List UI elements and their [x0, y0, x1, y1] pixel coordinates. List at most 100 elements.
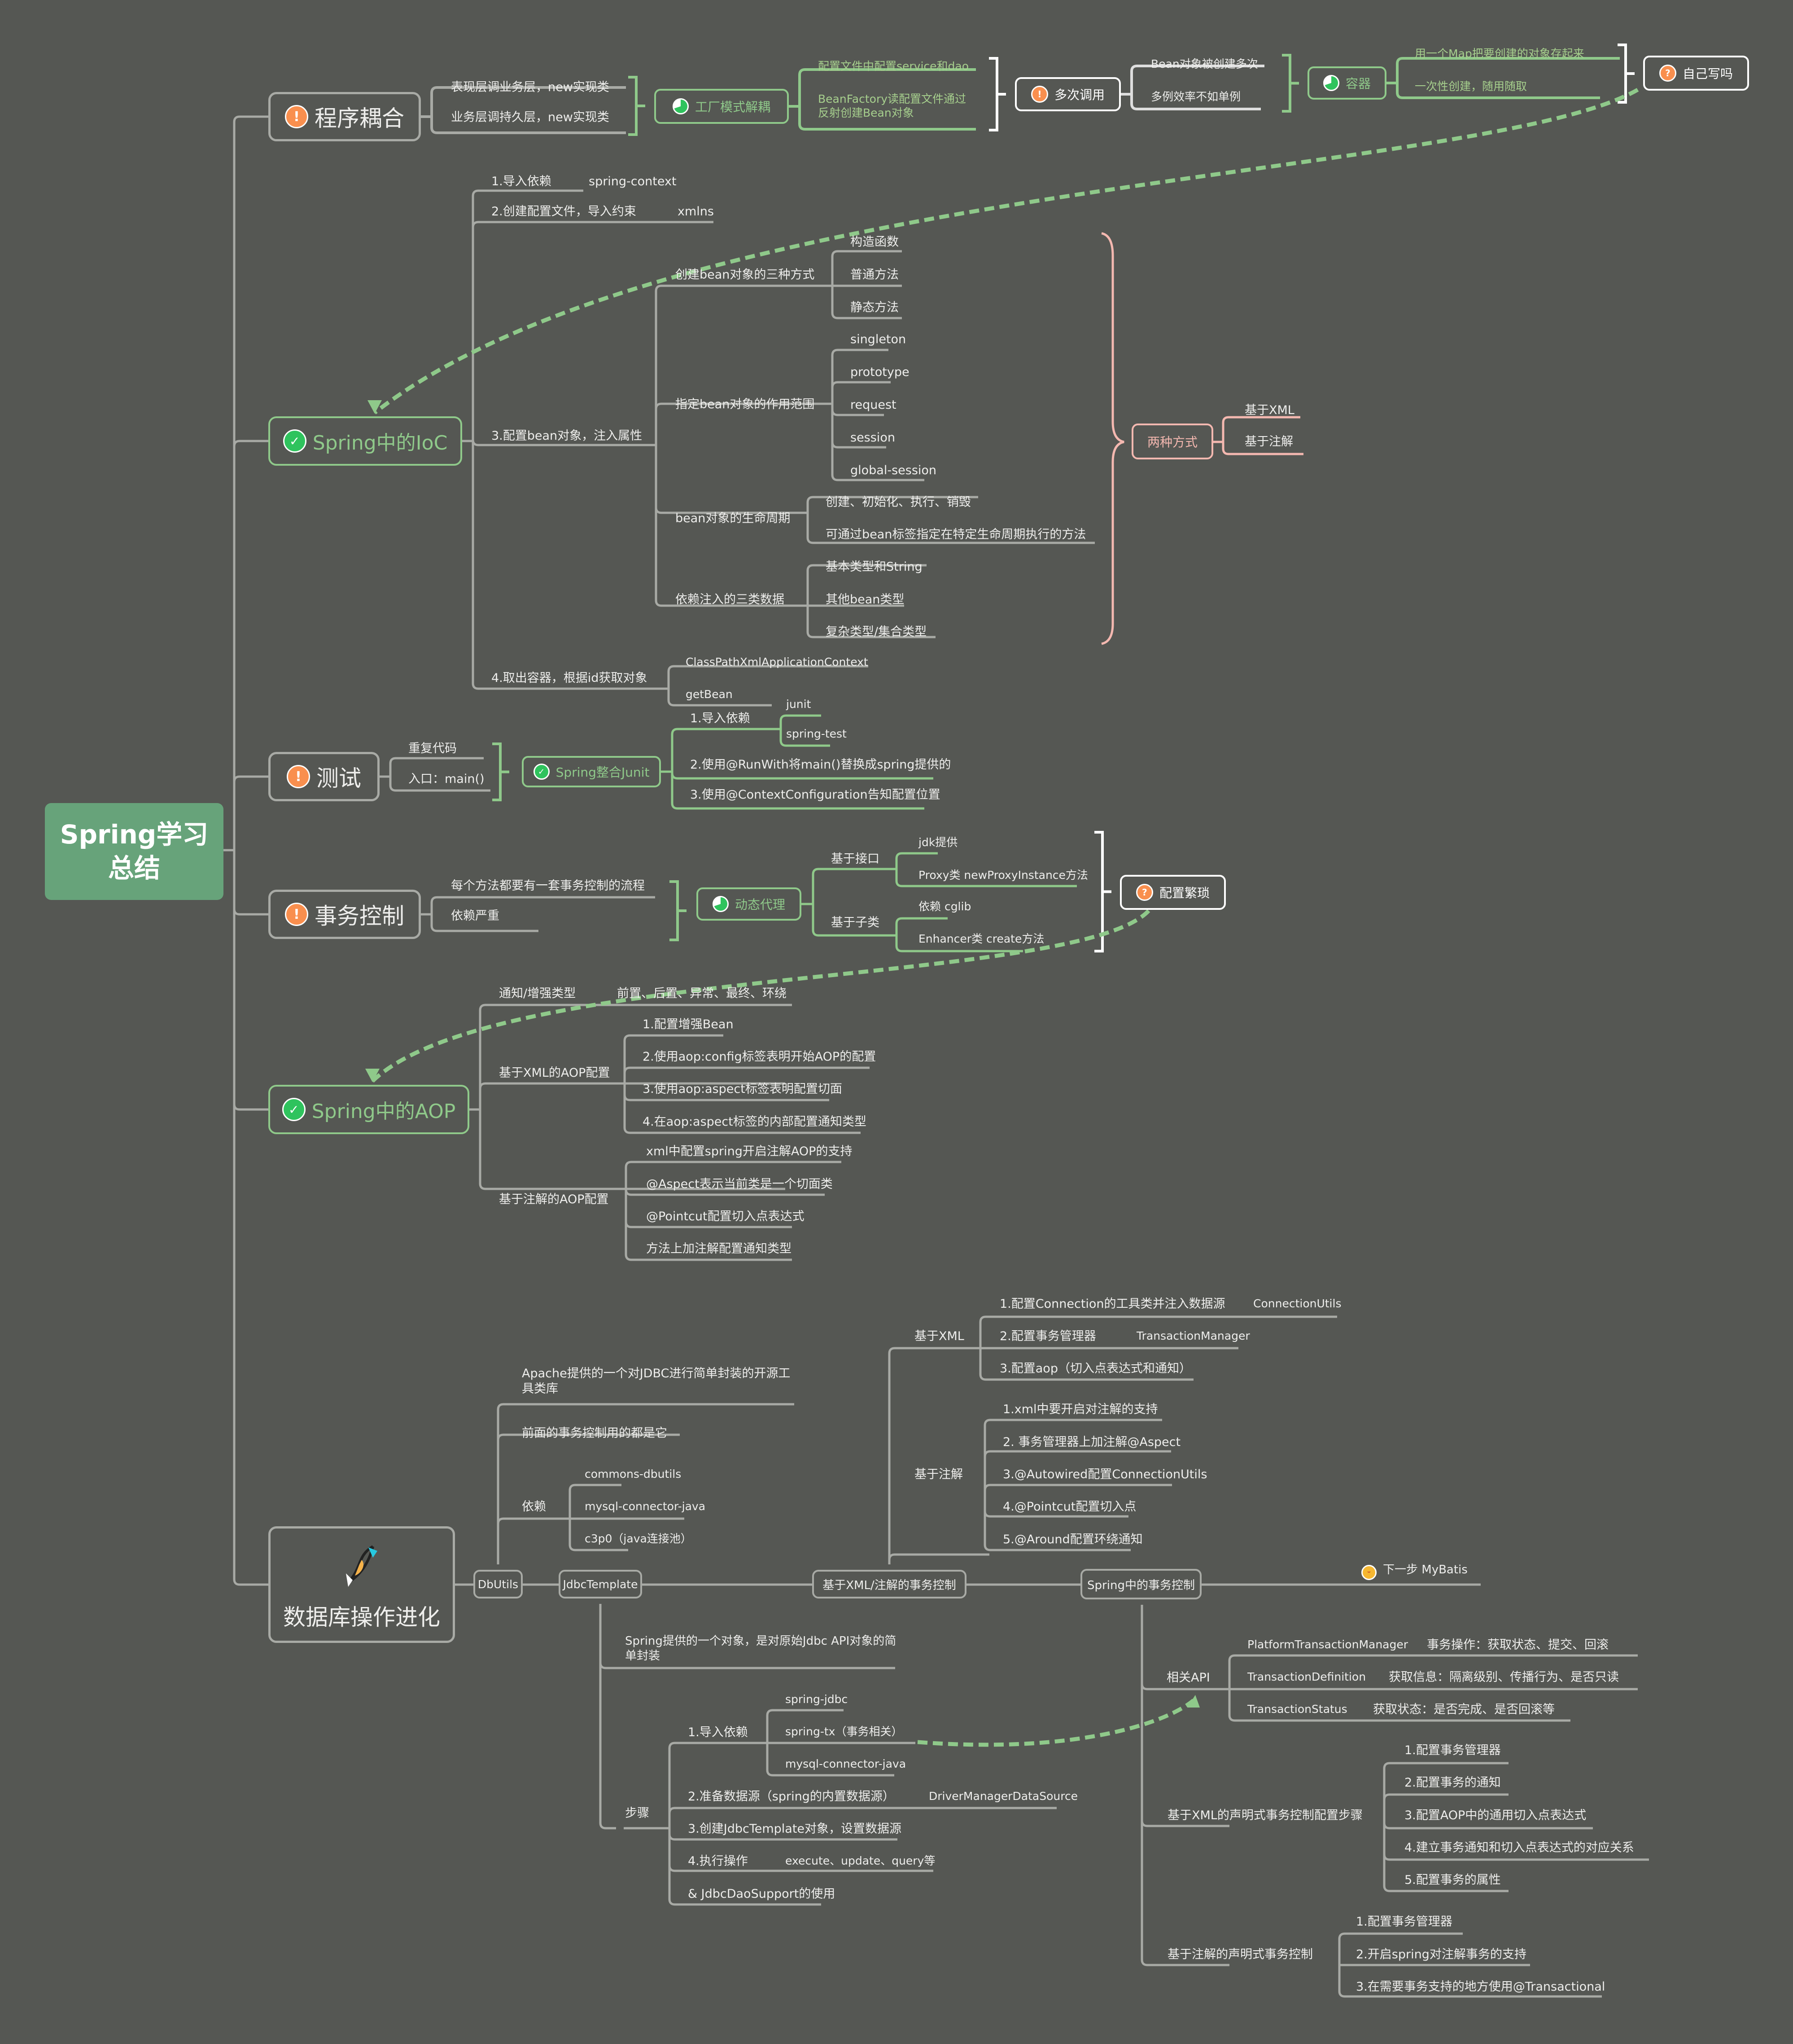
xml-anno-anno-item[interactable]: 4.@Pointcut配置切入点	[1003, 1500, 1137, 1514]
tx-item[interactable]: 依赖严重	[451, 909, 499, 923]
spring-tx-api-desc[interactable]: 获取信息：隔离级别、传播行为、是否只读	[1389, 1670, 1619, 1684]
dbutils-dep[interactable]: mysql-connector-java	[585, 1500, 706, 1513]
multi-call-item[interactable]: 多例效率不如单例	[1151, 90, 1241, 103]
spring-tx-xml-item[interactable]: 3.配置AOP中的通用切入点表达式	[1404, 1808, 1587, 1822]
xml-anno-anno-item[interactable]: 3.@Autowired配置ConnectionUtils	[1003, 1467, 1207, 1481]
ioc-lifecycle-label[interactable]: bean对象的生命周期	[675, 511, 791, 525]
xml-anno-xml-item[interactable]: 1.配置Connection的工具类并注入数据源	[1000, 1297, 1225, 1311]
jdbctemplate-node[interactable]: JdbcTemplate	[559, 1570, 642, 1599]
test-node[interactable]: ! 测试	[268, 752, 380, 801]
ioc-scope-label[interactable]: 指定bean对象的作用范围	[675, 397, 815, 411]
aop-node[interactable]: ✓ Spring中的AOP	[268, 1085, 469, 1134]
two-ways-item[interactable]: 基于XML	[1245, 403, 1294, 417]
two-ways-node[interactable]: 两种方式	[1132, 424, 1213, 459]
jdbc-desc[interactable]: Spring提供的一个对象，是对原始Jdbc API对象的简单封装	[625, 1634, 896, 1663]
two-ways-item[interactable]: 基于注解	[1245, 435, 1293, 449]
xml-anno-xml-value[interactable]: TransactionManager	[1137, 1329, 1250, 1342]
test-item[interactable]: 入口：main()	[408, 772, 485, 786]
dbutils-deps-label[interactable]: 依赖	[522, 1500, 546, 1514]
spring-tx-xml-item[interactable]: 4.建立事务通知和切入点表达式的对应关系	[1404, 1841, 1634, 1855]
proxy-subclass-item[interactable]: 依赖 cglib	[918, 900, 971, 913]
ioc-scope-item[interactable]: singleton	[850, 332, 906, 346]
ioc-create-item[interactable]: 普通方法	[850, 268, 899, 282]
jdbc-s4-label[interactable]: 4.执行操作	[688, 1854, 748, 1868]
spring-tx-api-name[interactable]: PlatformTransactionManager	[1247, 1638, 1408, 1651]
coupling-item[interactable]: 业务层调持久层，new实现类	[451, 110, 609, 124]
jdbc-s1-label[interactable]: 1.导入依赖	[688, 1725, 748, 1739]
ioc-di-item[interactable]: 复杂类型/集合类型	[826, 625, 927, 639]
junit-dep[interactable]: junit	[786, 698, 811, 711]
ioc-step4-item[interactable]: getBean	[686, 688, 733, 701]
spring-tx-api-name[interactable]: TransactionStatus	[1247, 1703, 1347, 1716]
jdbc-s2-label[interactable]: 2.准备数据源（spring的内置数据源）	[688, 1790, 895, 1804]
spring-tx-anno-item[interactable]: 2.开启spring对注解事务的支持	[1356, 1948, 1526, 1961]
spring-tx-anno-item[interactable]: 3.在需要事务支持的地方使用@Transactional	[1356, 1980, 1605, 1994]
ioc-step4-item[interactable]: ClassPathXmlApplicationContext	[686, 655, 868, 668]
spring-tx-api-desc[interactable]: 获取状态：是否完成、是否回滚等	[1373, 1703, 1555, 1716]
spring-tx-anno-label[interactable]: 基于注解的声明式事务控制	[1168, 1948, 1313, 1961]
xml-anno-xml-value[interactable]: ConnectionUtils	[1253, 1297, 1342, 1310]
xml-anno-tx-node[interactable]: 基于XML/注解的事务控制	[812, 1570, 966, 1599]
write-yourself-node[interactable]: ? 自己写吗	[1643, 56, 1749, 91]
junit-step1[interactable]: 1.导入依赖	[690, 712, 750, 725]
ioc-di-item[interactable]: 其他bean类型	[826, 593, 905, 607]
spring-tx-anno-item[interactable]: 1.配置事务管理器	[1356, 1915, 1452, 1929]
spring-tx-xml-item[interactable]: 1.配置事务管理器	[1404, 1743, 1501, 1757]
dbutils-node[interactable]: DbUtils	[473, 1570, 523, 1599]
multi-call-node[interactable]: ! 多次调用	[1015, 77, 1121, 111]
ioc-step3[interactable]: 3.配置bean对象，注入属性	[491, 429, 643, 443]
tedious-node[interactable]: ? 配置繁琐	[1120, 875, 1226, 910]
ioc-step1-value[interactable]: spring-context	[589, 175, 677, 188]
proxy-subclass-label[interactable]: 基于子类	[831, 916, 879, 930]
ioc-lifecycle-item[interactable]: 可通过bean标签指定在特定生命周期执行的方法	[826, 528, 1086, 542]
spring-tx-xml-item[interactable]: 2.配置事务的通知	[1404, 1776, 1501, 1790]
ioc-step2[interactable]: 2.创建配置文件，导入约束	[491, 205, 636, 218]
dbutils-desc[interactable]: Apache提供的一个对JDBC进行简单封装的开源工具类库	[522, 1367, 791, 1396]
jdbc-s3[interactable]: 3.创建JdbcTemplate对象，设置数据源	[688, 1822, 902, 1836]
proxy-interface-item[interactable]: Proxy类 newProxyInstance方法	[918, 869, 1088, 882]
spring-tx-api-name[interactable]: TransactionDefinition	[1247, 1670, 1366, 1683]
xml-anno-anno-label[interactable]: 基于注解	[914, 1467, 963, 1481]
jdbc-s1-item[interactable]: mysql-connector-java	[785, 1757, 906, 1770]
spring-tx-xml-label[interactable]: 基于XML的声明式事务控制配置步骤	[1168, 1808, 1363, 1822]
ioc-create-item[interactable]: 构造函数	[850, 235, 899, 249]
ioc-step2-value[interactable]: xmlns	[678, 205, 714, 218]
next-mybatis[interactable]: 下一步 MyBatis	[1383, 1563, 1468, 1577]
jdbc-s1-item[interactable]: spring-jdbc	[785, 1693, 848, 1706]
aop-anno-label[interactable]: 基于注解的AOP配置	[499, 1192, 609, 1206]
ioc-scope-item[interactable]: request	[850, 398, 896, 412]
proxy-subclass-item[interactable]: Enhancer类 create方法	[918, 932, 1045, 945]
aop-xml-item[interactable]: 1.配置增强Bean	[643, 1018, 734, 1031]
ioc-lifecycle-item[interactable]: 创建、初始化、执行、销毁	[826, 495, 971, 509]
jdbc-s5[interactable]: & JdbcDaoSupport的使用	[688, 1887, 835, 1901]
ioc-create-item[interactable]: 静态方法	[850, 301, 899, 314]
dbutils-dep[interactable]: commons-dbutils	[585, 1467, 682, 1481]
xml-anno-anno-item[interactable]: 5.@Around配置环绕通知	[1003, 1533, 1143, 1546]
ioc-scope-item[interactable]: session	[850, 431, 895, 445]
db-node[interactable]: 数据库操作进化	[268, 1526, 455, 1643]
jdbc-s1-item[interactable]: spring-tx（事务相关）	[785, 1725, 903, 1738]
ioc-node[interactable]: ✓ Spring中的IoC	[268, 416, 462, 466]
junit-step3[interactable]: 3.使用@ContextConfiguration告知配置位置	[690, 788, 940, 802]
spring-tx-api-desc[interactable]: 事务操作：获取状态、提交、回滚	[1427, 1638, 1609, 1652]
container-item[interactable]: 用一个Map把要创建的对象存起来	[1415, 47, 1584, 60]
ioc-step4[interactable]: 4.取出容器，根据id获取对象	[491, 671, 647, 685]
aop-xml-label[interactable]: 基于XML的AOP配置	[499, 1066, 610, 1080]
xml-anno-anno-item[interactable]: 1.xml中要开启对注解的支持	[1003, 1402, 1158, 1416]
xml-anno-xml-item[interactable]: 3.配置aop（切入点表达式和通知）	[1000, 1362, 1191, 1376]
factory-node[interactable]: 工厂模式解耦	[654, 89, 789, 124]
ioc-step1[interactable]: 1.导入依赖	[491, 175, 551, 188]
ioc-scope-item[interactable]: global-session	[850, 463, 937, 477]
aop-xml-item[interactable]: 3.使用aop:aspect标签表明配置切面	[643, 1082, 842, 1096]
dbutils-used[interactable]: 前面的事务控制用的都是它	[522, 1426, 667, 1440]
junit-step2[interactable]: 2.使用@RunWith将main()替换成spring提供的	[690, 758, 951, 772]
jdbc-steps-label[interactable]: 步骤	[625, 1806, 649, 1820]
coupling-item[interactable]: 表现层调业务层，new实现类	[451, 80, 609, 94]
spring-tx-node[interactable]: Spring中的事务控制	[1080, 1569, 1202, 1599]
aop-anno-item[interactable]: @Pointcut配置切入点表达式	[646, 1210, 805, 1223]
xml-anno-xml-item[interactable]: 2.配置事务管理器	[1000, 1329, 1096, 1343]
aop-anno-item[interactable]: xml中配置spring开启注解AOP的支持	[646, 1144, 853, 1158]
ioc-create-label[interactable]: 创建bean对象的三种方式	[675, 268, 815, 282]
container-item[interactable]: 一次性创建，随用随取	[1415, 80, 1527, 93]
tx-node[interactable]: ! 事务控制	[268, 890, 421, 939]
